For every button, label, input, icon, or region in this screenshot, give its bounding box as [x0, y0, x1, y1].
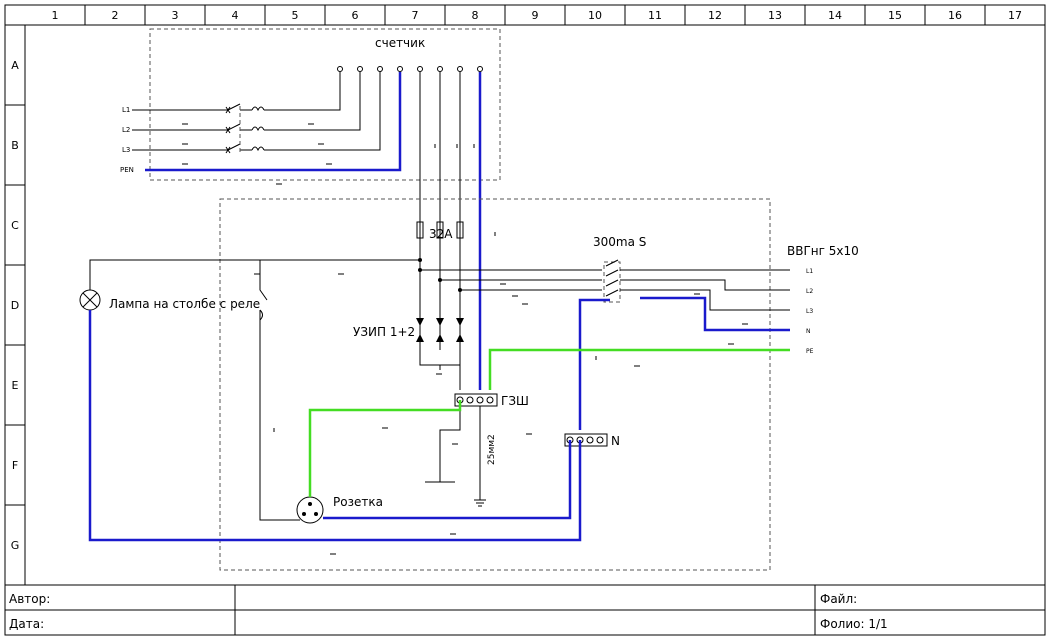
input-l2-label: L2: [122, 126, 130, 134]
rcd-label: 300ma S: [593, 235, 646, 249]
output-pe-label: PE: [806, 348, 814, 355]
input-l1-label: L1: [122, 106, 130, 114]
row-label-C: C: [11, 219, 19, 232]
socket-icon: [296, 496, 324, 524]
column-label-6: 6: [352, 9, 359, 22]
column-dividers: [84, 5, 986, 25]
column-label-17: 17: [1008, 9, 1022, 22]
row-labels: A B C D E F G: [11, 59, 20, 552]
column-label-14: 14: [828, 9, 842, 22]
meter-phase-in: [264, 72, 381, 151]
socket-n-wire: [323, 440, 572, 520]
panel-box: [219, 198, 771, 571]
row-dividers: [5, 104, 25, 506]
pen-wire: [145, 72, 402, 172]
drawing-frame: [4, 4, 1046, 636]
file-label: Файл:: [820, 592, 857, 606]
lamp-supply-wire: [89, 259, 420, 290]
meter-terminal: [397, 66, 403, 72]
meter-label: счетчик: [375, 36, 425, 50]
author-label: Автор:: [9, 592, 50, 606]
column-label-11: 11: [648, 9, 662, 22]
gzsh-label: ГЗШ: [501, 394, 529, 408]
output-l2-label: L2: [806, 288, 813, 295]
row-label-A: A: [11, 59, 19, 72]
ground-electrode: [425, 406, 461, 483]
spd-device: УЗИП 1+2: [353, 310, 464, 390]
meter-terminal: [377, 66, 383, 72]
meter-terminal: [457, 66, 463, 72]
lamp-label: Лампа на столбе с реле: [109, 297, 260, 311]
input-phase-wires: [132, 109, 228, 151]
output-n-label: N: [806, 328, 811, 335]
row-label-E: E: [12, 379, 19, 392]
socket-device: Розетка: [296, 400, 572, 524]
lamp-n-wire: [88, 310, 582, 542]
breaker-contacts: [227, 103, 241, 151]
output-l1-label: L1: [806, 268, 813, 275]
breaker-x-marks: [225, 106, 231, 154]
input-pen-label: PEN: [120, 166, 134, 174]
socket-pe-wire: [308, 400, 462, 497]
n-bus-label: N: [611, 434, 620, 448]
ground-wire-label: 25мм2: [487, 434, 497, 465]
column-label-16: 16: [948, 9, 962, 22]
socket-label: Розетка: [333, 495, 383, 509]
column-label-7: 7: [412, 9, 419, 22]
meter-box: счетчик L1 L2 L3 PEN: [120, 28, 501, 390]
folio-label: Фолио: 1/1: [820, 617, 888, 631]
rcd-breaker: 300ma S: [593, 235, 790, 311]
column-label-5: 5: [292, 9, 299, 22]
row-label-D: D: [11, 299, 19, 312]
row-label-F: F: [12, 459, 18, 472]
column-label-9: 9: [532, 9, 539, 22]
column-label-8: 8: [472, 9, 479, 22]
output-l3-label: L3: [806, 308, 813, 315]
column-label-13: 13: [768, 9, 782, 22]
spd-label: УЗИП 1+2: [353, 325, 415, 339]
meter-terminal: [337, 66, 343, 72]
lamp-circuit: Лампа на столбе с реле: [79, 259, 582, 542]
meter-terminal: [477, 66, 483, 72]
meter-terminal: [437, 66, 443, 72]
date-label: Дата:: [9, 617, 44, 631]
row-label-G: G: [11, 539, 20, 552]
column-label-1: 1: [52, 9, 59, 22]
fuse-label: 32А: [429, 227, 453, 241]
column-label-3: 3: [172, 9, 179, 22]
column-label-10: 10: [588, 9, 602, 22]
fuses: 32А: [416, 221, 464, 241]
ground-symbol: [474, 406, 486, 507]
dash-marks: [182, 123, 748, 555]
relay-switch: [259, 260, 300, 521]
meter-terminal: [417, 66, 423, 72]
n-bus: N: [564, 433, 620, 448]
column-label-4: 4: [232, 9, 239, 22]
meter-phase-out: [419, 72, 461, 310]
rcd-n-to-bus: [578, 298, 610, 430]
input-l3-label: L3: [122, 146, 130, 154]
row-label-B: B: [11, 139, 19, 152]
breaker-thermal: [251, 106, 265, 152]
meter-terminal: [357, 66, 363, 72]
column-label-2: 2: [112, 9, 119, 22]
rcd-n-out: [640, 296, 790, 332]
meter-terminals: [337, 66, 483, 72]
column-label-15: 15: [888, 9, 902, 22]
cable-label: ВВГнг 5х10: [787, 244, 859, 258]
pe-wire: [488, 348, 790, 390]
phase-bus-to-rcd: [420, 269, 602, 291]
column-label-12: 12: [708, 9, 722, 22]
